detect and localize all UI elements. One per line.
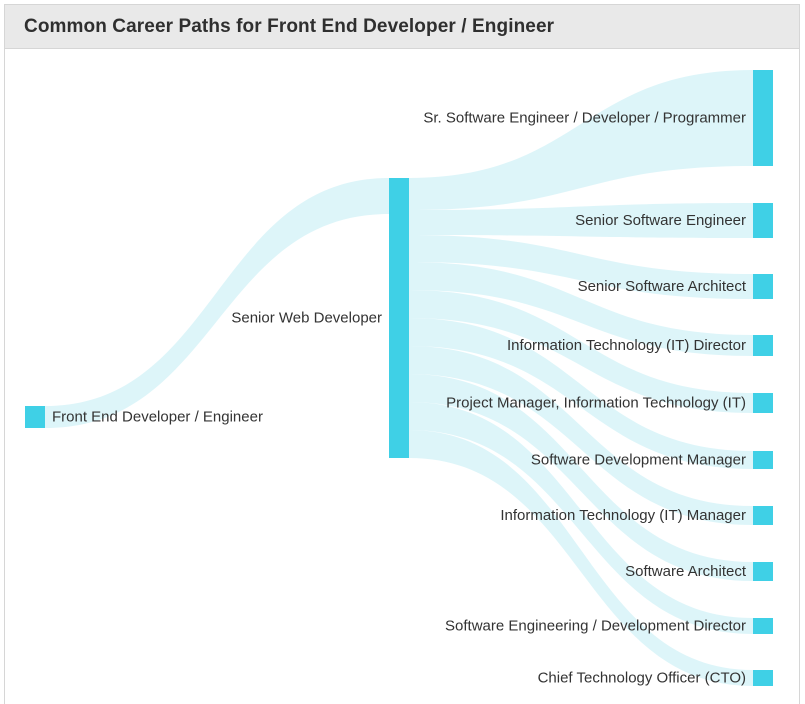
sankey-link-mid-to-t10[interactable] bbox=[409, 430, 753, 686]
sankey-node-mid[interactable] bbox=[389, 178, 409, 458]
sankey-link-mid-to-t8[interactable] bbox=[409, 374, 753, 581]
sankey-node-t2[interactable] bbox=[753, 203, 773, 238]
sankey-node-t5[interactable] bbox=[753, 393, 773, 413]
sankey-link-mid-to-t3[interactable] bbox=[409, 235, 753, 299]
sankey-node-t9[interactable] bbox=[753, 618, 773, 634]
sankey-node-label-t1: Sr. Software Engineer / Developer / Prog… bbox=[423, 110, 746, 127]
sankey-node-source[interactable] bbox=[25, 406, 45, 428]
sankey-node-label-t9: Software Engineering / Development Direc… bbox=[445, 618, 746, 635]
sankey-node-label-t5: Project Manager, Information Technology … bbox=[446, 395, 746, 412]
sankey-link-mid-to-t6[interactable] bbox=[409, 318, 753, 469]
sankey-link-mid-to-t9[interactable] bbox=[409, 402, 753, 634]
sankey-node-label-t6: Software Development Manager bbox=[531, 452, 746, 469]
sankey-link-source-to-mid[interactable] bbox=[45, 178, 389, 428]
sankey-node-label-t7: Information Technology (IT) Manager bbox=[500, 507, 746, 524]
sankey-links bbox=[45, 70, 753, 686]
sankey-node-t6[interactable] bbox=[753, 451, 773, 469]
sankey-node-label-t2: Senior Software Engineer bbox=[575, 212, 746, 229]
sankey-node-t8[interactable] bbox=[753, 562, 773, 581]
sankey-node-label-t8: Software Architect bbox=[625, 563, 747, 580]
sankey-link-mid-to-t1[interactable] bbox=[409, 70, 753, 210]
sankey-link-mid-to-t4[interactable] bbox=[409, 262, 753, 356]
sankey-node-t1[interactable] bbox=[753, 70, 773, 166]
sankey-node-t4[interactable] bbox=[753, 335, 773, 356]
sankey-link-mid-to-t5[interactable] bbox=[409, 290, 753, 413]
sankey-node-label-t4: Information Technology (IT) Director bbox=[507, 337, 746, 354]
sankey-node-label-t10: Chief Technology Officer (CTO) bbox=[538, 670, 746, 687]
sankey-link-mid-to-t2[interactable] bbox=[409, 203, 753, 238]
sankey-node-label-mid: Senior Web Developer bbox=[231, 310, 382, 327]
sankey-node-t3[interactable] bbox=[753, 274, 773, 299]
sankey-node-label-t3: Senior Software Architect bbox=[578, 278, 747, 295]
sankey-link-mid-to-t7[interactable] bbox=[409, 346, 753, 525]
page-title: Common Career Paths for Front End Develo… bbox=[24, 15, 555, 37]
panel-header: Common Career Paths for Front End Develo… bbox=[5, 5, 799, 49]
sankey-node-t7[interactable] bbox=[753, 506, 773, 525]
sankey-nodes: Front End Developer / Engineer Senior Web… bbox=[25, 70, 773, 687]
sankey-node-t10[interactable] bbox=[753, 670, 773, 686]
sankey-node-label-source: Front End Developer / Engineer bbox=[52, 409, 263, 426]
